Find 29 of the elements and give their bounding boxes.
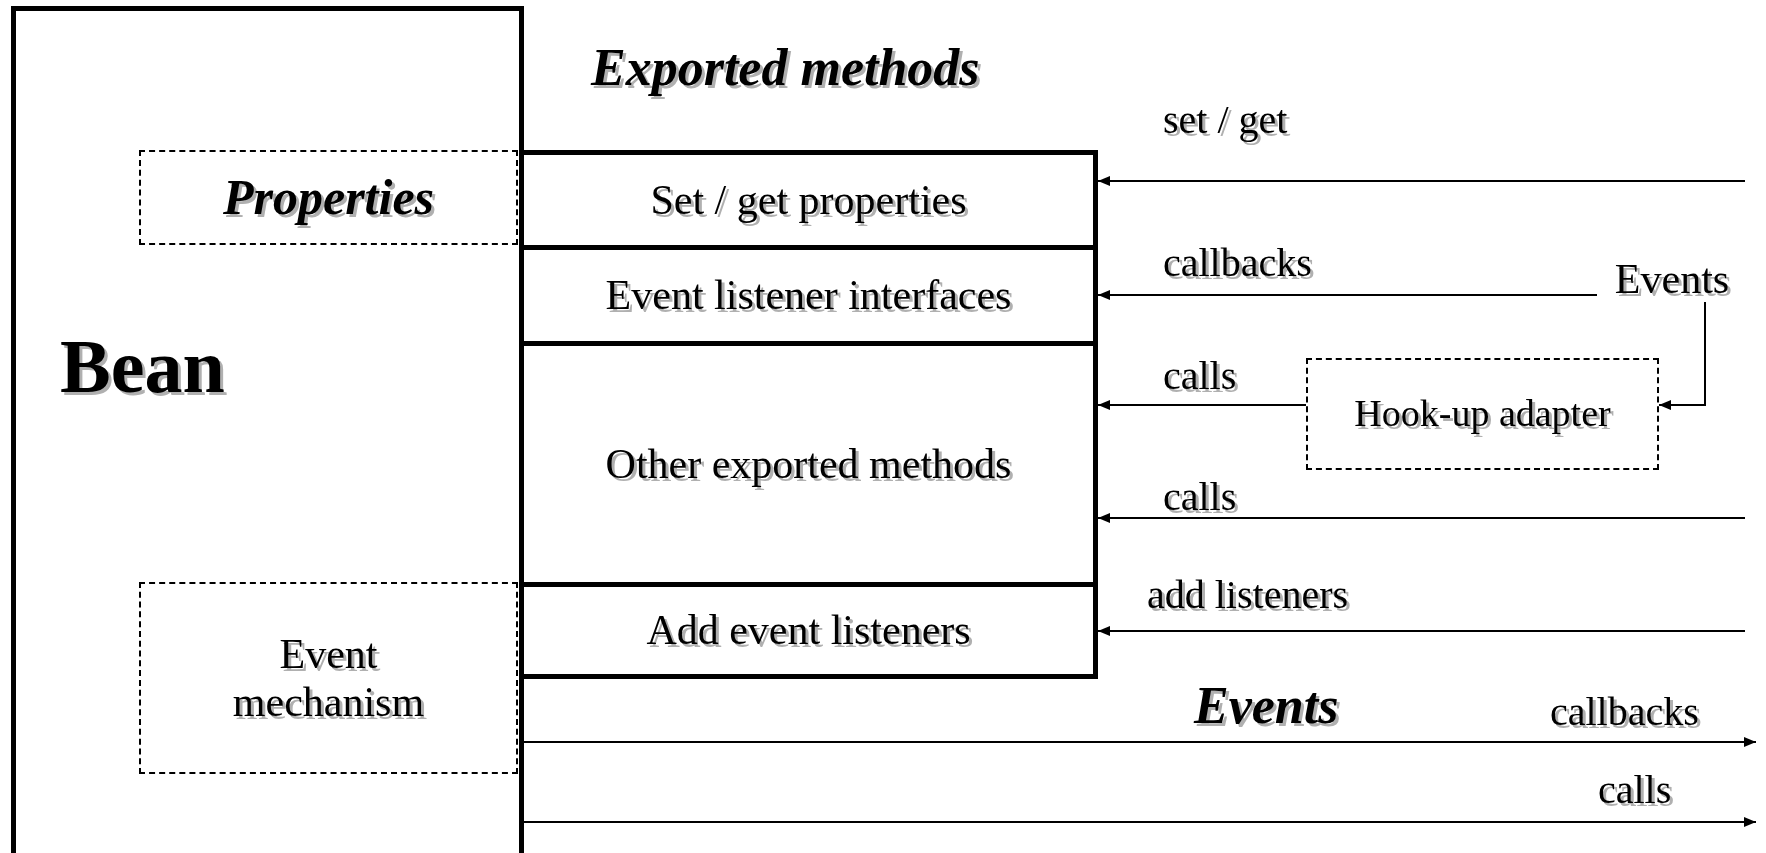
section-heading: Events xyxy=(1194,680,1339,732)
edge-label: calls xyxy=(1163,356,1237,396)
arrow xyxy=(1658,301,1706,411)
arrow xyxy=(1097,513,1746,523)
box-label: Event listener interfaces xyxy=(605,271,1012,320)
component-title: Bean xyxy=(60,323,225,410)
section-heading: Exported methods xyxy=(591,42,980,94)
arrow xyxy=(523,817,1757,827)
arrow xyxy=(1097,626,1746,636)
arrow xyxy=(1097,176,1746,186)
box-label: Hook-up adapter xyxy=(1354,392,1611,436)
edge-label: callbacks xyxy=(1163,243,1312,283)
edge-label: calls xyxy=(1163,477,1237,517)
dashed-box xyxy=(1306,358,1659,470)
box-label: Set / get properties xyxy=(650,175,967,225)
edge-label: callbacks xyxy=(1550,692,1699,732)
dashed-box xyxy=(139,150,518,245)
edge-label: calls xyxy=(1598,770,1672,810)
edge-label: set / get xyxy=(1163,100,1288,140)
box-label: Other exported methods xyxy=(605,439,1012,489)
box-label: Add event listeners xyxy=(646,606,971,655)
box-label: Properties xyxy=(222,168,435,227)
arrow xyxy=(1097,400,1307,410)
dashed-box xyxy=(139,582,518,774)
box-label: Event mechanism xyxy=(231,629,426,727)
arrow xyxy=(1097,290,1598,300)
box-label: Events xyxy=(1614,254,1730,304)
arrow xyxy=(523,737,1757,747)
edge-label: add listeners xyxy=(1147,575,1349,615)
